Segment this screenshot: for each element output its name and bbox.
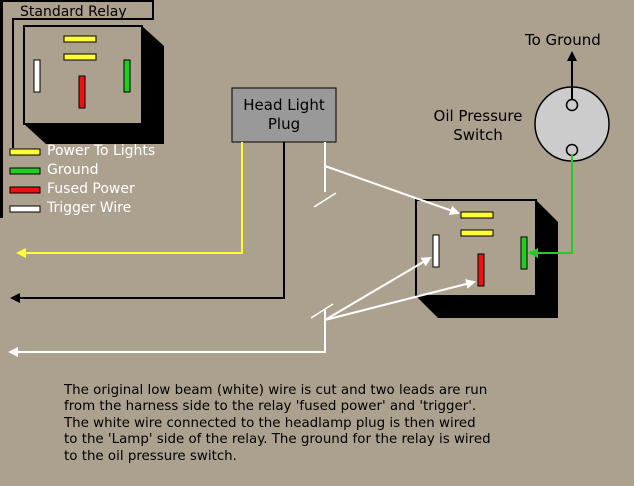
legend-label-fused: Fused Power <box>47 181 135 197</box>
relay-pin-yellow-top <box>63 35 97 43</box>
cut-mark-top <box>313 192 337 208</box>
headlight-plug-line1: Head Light <box>243 96 325 114</box>
headlight-plug-line2: Plug <box>267 115 301 133</box>
legend-label-trigger: Trigger Wire <box>47 200 132 216</box>
oil-switch-line2: Switch <box>453 126 503 144</box>
legend-label-power: Power To Lights <box>47 143 156 159</box>
standard-relay <box>23 25 164 144</box>
legend-swatch-trigger <box>9 205 41 213</box>
relay-pin-white <box>33 59 41 93</box>
oil-switch-label: Oil Pressure Switch <box>418 107 538 145</box>
relay-pin-yellow-mid <box>63 53 97 61</box>
fused-power-lead <box>324 279 476 321</box>
switch-terminal-bottom <box>565 143 579 157</box>
legend-swatch-fused <box>9 186 41 194</box>
note-line-5: to the oil pressure switch. <box>64 448 237 464</box>
black-wire <box>10 142 285 303</box>
headlight-plug-box <box>231 87 337 143</box>
note-line-4: to the 'Lamp' side of the relay. The gro… <box>64 432 491 448</box>
standard-relay-title: Standard Relay <box>20 4 127 20</box>
ground-wire <box>528 155 573 258</box>
to-ground-label: To Ground <box>525 31 601 49</box>
legend-label-ground: Ground <box>47 162 99 178</box>
legend-swatches <box>9 148 41 213</box>
main-relay-pin-green <box>520 236 528 270</box>
relay-pin-red <box>78 75 86 109</box>
legend-frame <box>0 0 154 218</box>
oil-switch-line1: Oil Pressure <box>433 107 523 125</box>
main-relay-pin-white <box>432 234 440 268</box>
explanation-note: The original low beam (white) wire is cu… <box>64 383 624 465</box>
main-relay-pin-yellow-top <box>460 211 494 219</box>
legend-swatch-power <box>9 148 41 156</box>
main-relay-pin-red <box>477 253 485 287</box>
legend-swatch-ground <box>9 167 41 175</box>
main-relay <box>415 199 558 318</box>
white-wire-harness <box>8 310 326 357</box>
note-line-2: from the harness side to the relay 'fuse… <box>64 399 477 415</box>
headlight-plug-label: Head Light Plug <box>232 96 336 134</box>
cut-mark-bottom <box>310 303 334 319</box>
note-line-3: The white wire connected to the headlamp… <box>64 415 476 431</box>
yellow-wire <box>16 142 243 258</box>
relay-pin-green <box>123 59 131 93</box>
main-relay-pin-yellow-mid <box>460 229 494 237</box>
trigger-lead <box>324 256 432 321</box>
switch-terminal-top <box>565 98 579 112</box>
note-line-1: The original low beam (white) wire is cu… <box>64 383 488 398</box>
